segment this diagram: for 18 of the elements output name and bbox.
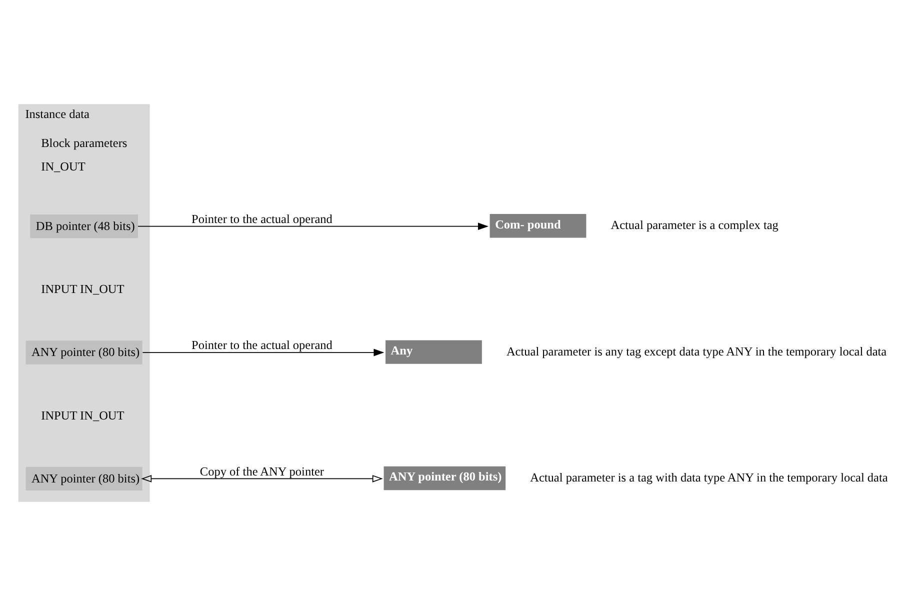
node-box: Com- pound [490, 214, 586, 238]
node-box: DB pointer (48 bits) [30, 214, 138, 238]
node-label: Actual parameter is a complex tag [610, 218, 778, 232]
node-text: INPUT IN_OUT [41, 282, 124, 296]
edge-label: Copy of the ANY pointer [200, 464, 324, 478]
edge-label: Pointer to the actual operand [192, 212, 332, 226]
arrow [138, 222, 488, 230]
node-label: Actual parameter is any tag except data type ANY in the temporary local data [506, 344, 887, 358]
edge-label: Pointer to the actual operand [192, 338, 332, 352]
node-box: Any [386, 340, 482, 364]
node-text: Block parameters IN_OUT [41, 136, 128, 174]
node-text: INPUT IN_OUT [41, 408, 124, 422]
node-box: ANY pointer (80 bits) [26, 340, 142, 364]
node-box: ANY pointer (80 bits) [384, 466, 506, 490]
node-label: Actual parameter is a tag with data type ANY in the temporary local data [530, 470, 888, 485]
node-box: ANY pointer (80 bits) [26, 466, 142, 491]
arrow [142, 348, 384, 356]
arrow [141, 475, 383, 482]
